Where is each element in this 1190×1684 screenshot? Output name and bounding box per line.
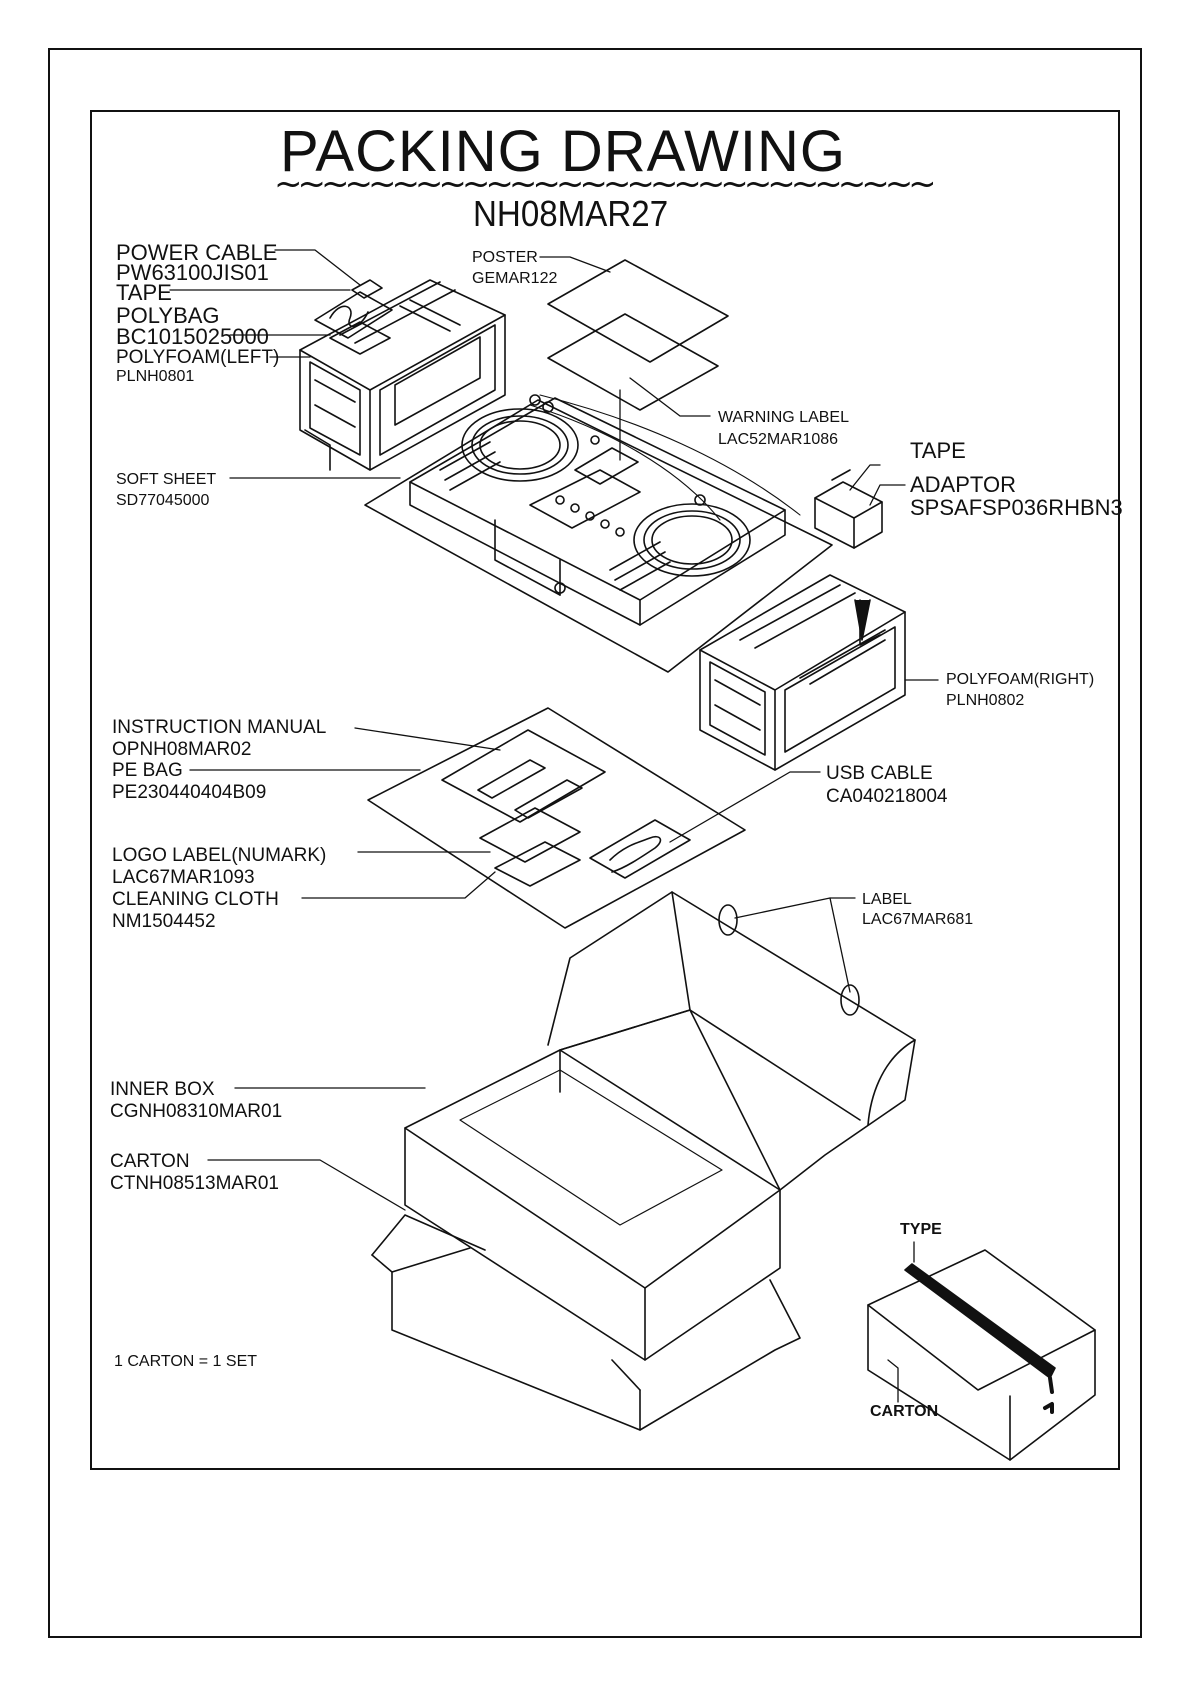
inner-box-code: CGNH08310MAR01 [110,1101,283,1122]
polyfoam-left-code: PLNH0801 [116,368,195,385]
adaptor-label: ADAPTOR [910,472,1016,497]
warning-label-code: LAC52MAR1086 [718,431,839,448]
soft-sheet-code: SD77045000 [116,492,210,509]
sealed-carton-drawing [867,1249,1096,1461]
drawing-frame [90,110,1120,1470]
sealed-type-label: TYPE [900,1221,942,1238]
pe-bag-code: PE230440404B09 [112,782,267,803]
carton-code: CTNH08513MAR01 [110,1173,279,1194]
power-cable-code: PW63100JIS01 [116,260,269,285]
logo-label-code: LAC67MAR1093 [112,867,255,888]
carton-drawing [371,1214,801,1431]
accessory-bag-drawing [314,279,393,339]
page-title: PACKING DRAWING [280,119,847,184]
carton-set-note: 1 CARTON = 1 SET [114,1353,258,1370]
logo-label-label: LOGO LABEL(NUMARK) [112,845,327,866]
model-number: NH08MAR27 [473,193,669,234]
cleaning-cloth-label: CLEANING CLOTH [112,889,279,910]
instruction-manual-code: OPNH08MAR02 [112,739,252,760]
warning-label-label: WARNING LABEL [718,409,849,426]
cleaning-cloth-code: NM1504452 [112,911,216,932]
sealed-carton-label: CARTON [870,1403,939,1420]
polybag-code: BC1015025000 [116,324,269,349]
polyfoam-right-code: PLNH0802 [946,692,1025,709]
inner-box-label: INNER BOX [110,1079,215,1100]
adaptor-drawing [814,469,883,549]
instruction-manual-label: INSTRUCTION MANUAL [112,717,327,738]
dj-controller-drawing [409,394,786,626]
polybag-label: POLYBAG [116,303,220,328]
pe-bag-drawing [367,707,746,929]
leader-lines [169,249,939,1403]
inner-box-drawing [404,891,916,1361]
poster-code: GEMAR122 [472,270,558,287]
label-code: LAC67MAR681 [862,911,974,928]
poster-sheets-drawing [547,259,729,411]
tape-right-label: TAPE [910,438,966,463]
usb-cable-code: CA040218004 [826,786,948,807]
label-label: LABEL [862,891,912,908]
polyfoam-left-label: POLYFOAM(LEFT) [116,347,280,368]
polyfoam-left-drawing [299,279,506,471]
title-underline: ~~~~~~~~~~~~~~~~~~~~~~~~~~~~ [274,164,937,204]
pe-bag-label: PE BAG [112,760,183,781]
carton-label: CARTON [110,1151,190,1172]
polyfoam-right-label: POLYFOAM(RIGHT) [946,671,1095,688]
soft-sheet-drawing [364,394,833,673]
usb-cable-label: USB CABLE [826,763,933,784]
polyfoam-right-drawing [699,574,906,771]
outer-frame [48,48,1142,1638]
power-cable-label: POWER CABLE [116,240,278,265]
tape-left-label: TAPE [116,280,172,305]
poster-label: POSTER [472,249,538,266]
soft-sheet-label: SOFT SHEET [116,471,217,488]
adaptor-code: SPSAFSP036RHBN3 [910,495,1123,520]
